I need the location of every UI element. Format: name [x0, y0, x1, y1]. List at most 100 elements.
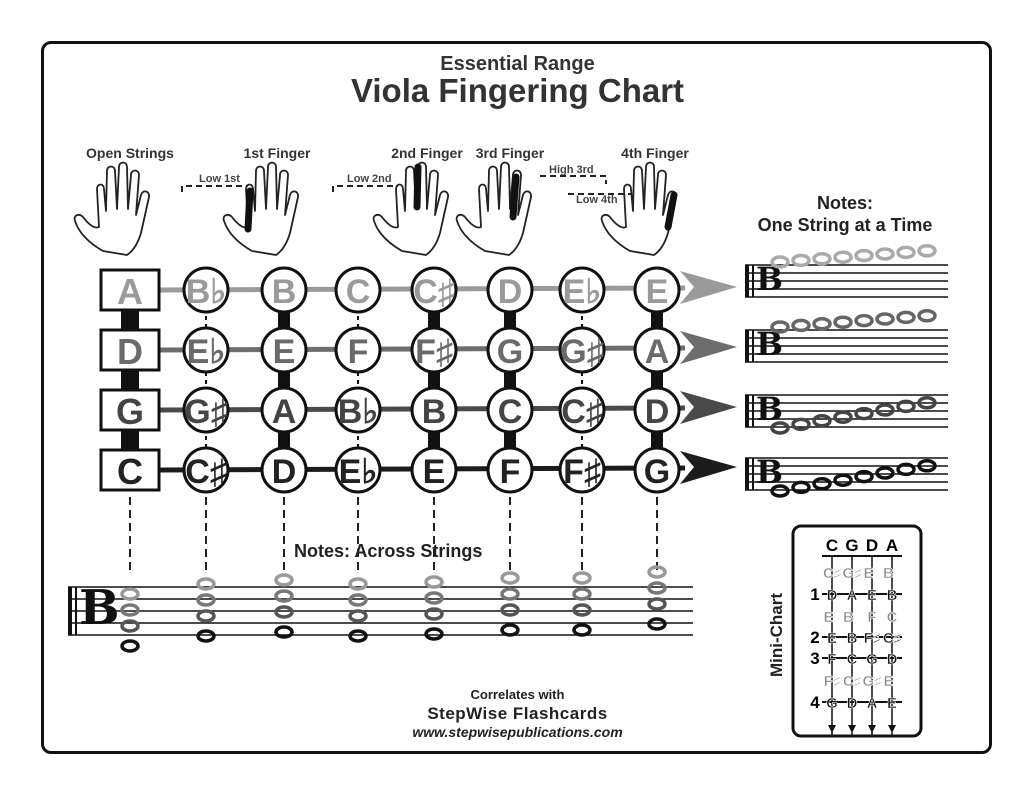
note-label: D — [498, 273, 523, 311]
chord-note — [572, 603, 592, 617]
label-low-1st: Low 1st — [199, 173, 240, 185]
staff-note — [896, 310, 916, 325]
note-label: G♯ — [184, 393, 227, 431]
chord-note — [348, 609, 368, 623]
chord-note — [196, 609, 216, 623]
mini-finger-number: 3 — [810, 649, 819, 668]
mini-note: F♯ — [824, 673, 841, 690]
chart-title: Viola Fingering Chart — [350, 72, 685, 109]
staff-note — [896, 399, 916, 414]
note-circle — [558, 266, 606, 314]
mini-note: C♯ — [843, 673, 862, 690]
mini-note: A — [847, 587, 858, 604]
open-string-note: C — [117, 451, 143, 492]
note-label: B♭ — [338, 393, 379, 431]
staff-note — [770, 484, 790, 498]
staff-note — [875, 466, 895, 480]
note-label: D — [272, 453, 297, 491]
mini-note: C♯ — [883, 630, 902, 647]
chord-note — [120, 603, 140, 617]
mini-note: F — [867, 609, 876, 626]
note-circle — [410, 326, 458, 374]
note-circle — [558, 446, 606, 494]
staff-note — [875, 312, 895, 326]
string-staff-clef-bar — [745, 458, 749, 490]
staff-note — [854, 248, 874, 263]
note-label: G♯ — [560, 333, 603, 371]
chord-note — [120, 619, 140, 633]
string-arrow — [680, 331, 737, 364]
note-label: B — [422, 393, 447, 431]
mini-note: G — [866, 651, 878, 668]
hand-icon — [372, 161, 449, 256]
chord-note — [274, 573, 294, 587]
finger-connector — [332, 185, 398, 192]
right-title-line1: Notes: — [816, 193, 873, 213]
mini-chart-box — [791, 524, 923, 738]
note-label: E — [646, 273, 669, 311]
note-label: E — [423, 453, 446, 491]
string-staff-clef-bar — [752, 395, 754, 427]
note-label: A — [272, 393, 297, 431]
note-label: A — [645, 333, 670, 371]
chord-note — [348, 577, 368, 591]
mini-note: A — [867, 695, 878, 712]
note-label: C — [498, 393, 523, 431]
fret-connector — [278, 296, 290, 471]
chart-frame — [41, 41, 992, 754]
staff-note — [812, 252, 832, 266]
string-staff-clef-bar — [752, 458, 754, 490]
label-low-4th: Low 4th — [576, 194, 618, 206]
finger-connector — [181, 185, 248, 192]
note-circle — [410, 446, 458, 494]
note-label: G — [644, 453, 670, 491]
chord-note — [424, 591, 444, 605]
note-circle — [633, 446, 681, 494]
note-circle — [260, 326, 308, 374]
open-string-box — [99, 388, 161, 432]
mini-note: E♭ — [863, 565, 880, 582]
mini-note: C — [847, 651, 858, 668]
mini-note: B — [887, 587, 898, 604]
note-circle — [633, 266, 681, 314]
note-label: G — [497, 333, 523, 371]
chord-note — [274, 625, 294, 639]
mini-header: D — [866, 536, 878, 555]
hand-icon — [222, 161, 299, 256]
mini-header: G — [845, 536, 858, 555]
string-staff-clef-bar — [745, 330, 749, 362]
note-label: C♯ — [185, 453, 227, 491]
mini-note: B♭ — [843, 609, 861, 626]
staff-note — [854, 313, 874, 328]
mini-note: E♭ — [823, 609, 840, 626]
staff-note — [917, 309, 937, 323]
across-strings-label: Notes: Across Strings — [294, 541, 483, 561]
mini-note: G — [826, 695, 838, 712]
note-circle — [334, 386, 382, 434]
string-staff-clef-bar — [752, 265, 754, 297]
mini-note: F♯ — [864, 630, 881, 647]
chord-note — [572, 623, 592, 637]
staff-note — [770, 421, 790, 435]
mini-header: C — [826, 536, 838, 555]
staff-note — [896, 245, 916, 260]
chord-note — [647, 617, 667, 631]
label-open-strings: Open Strings — [86, 145, 174, 161]
mini-note: F — [827, 651, 836, 668]
note-circle — [182, 386, 230, 434]
staff-note — [770, 255, 790, 269]
chord-note — [120, 639, 140, 653]
chord-note — [500, 623, 520, 637]
string-arrow — [680, 451, 737, 484]
staff-note — [875, 403, 895, 417]
note-circle — [260, 386, 308, 434]
open-string-note: A — [117, 271, 143, 312]
staff-note — [791, 253, 811, 268]
string-staff-clef-bar — [745, 265, 749, 297]
label-1st-finger: 1st Finger — [243, 145, 311, 161]
mini-note: G♯ — [842, 565, 862, 582]
pressed-finger — [244, 187, 254, 233]
note-label: C♯ — [413, 273, 455, 311]
staff-note — [833, 250, 853, 264]
staff-note — [812, 477, 832, 491]
